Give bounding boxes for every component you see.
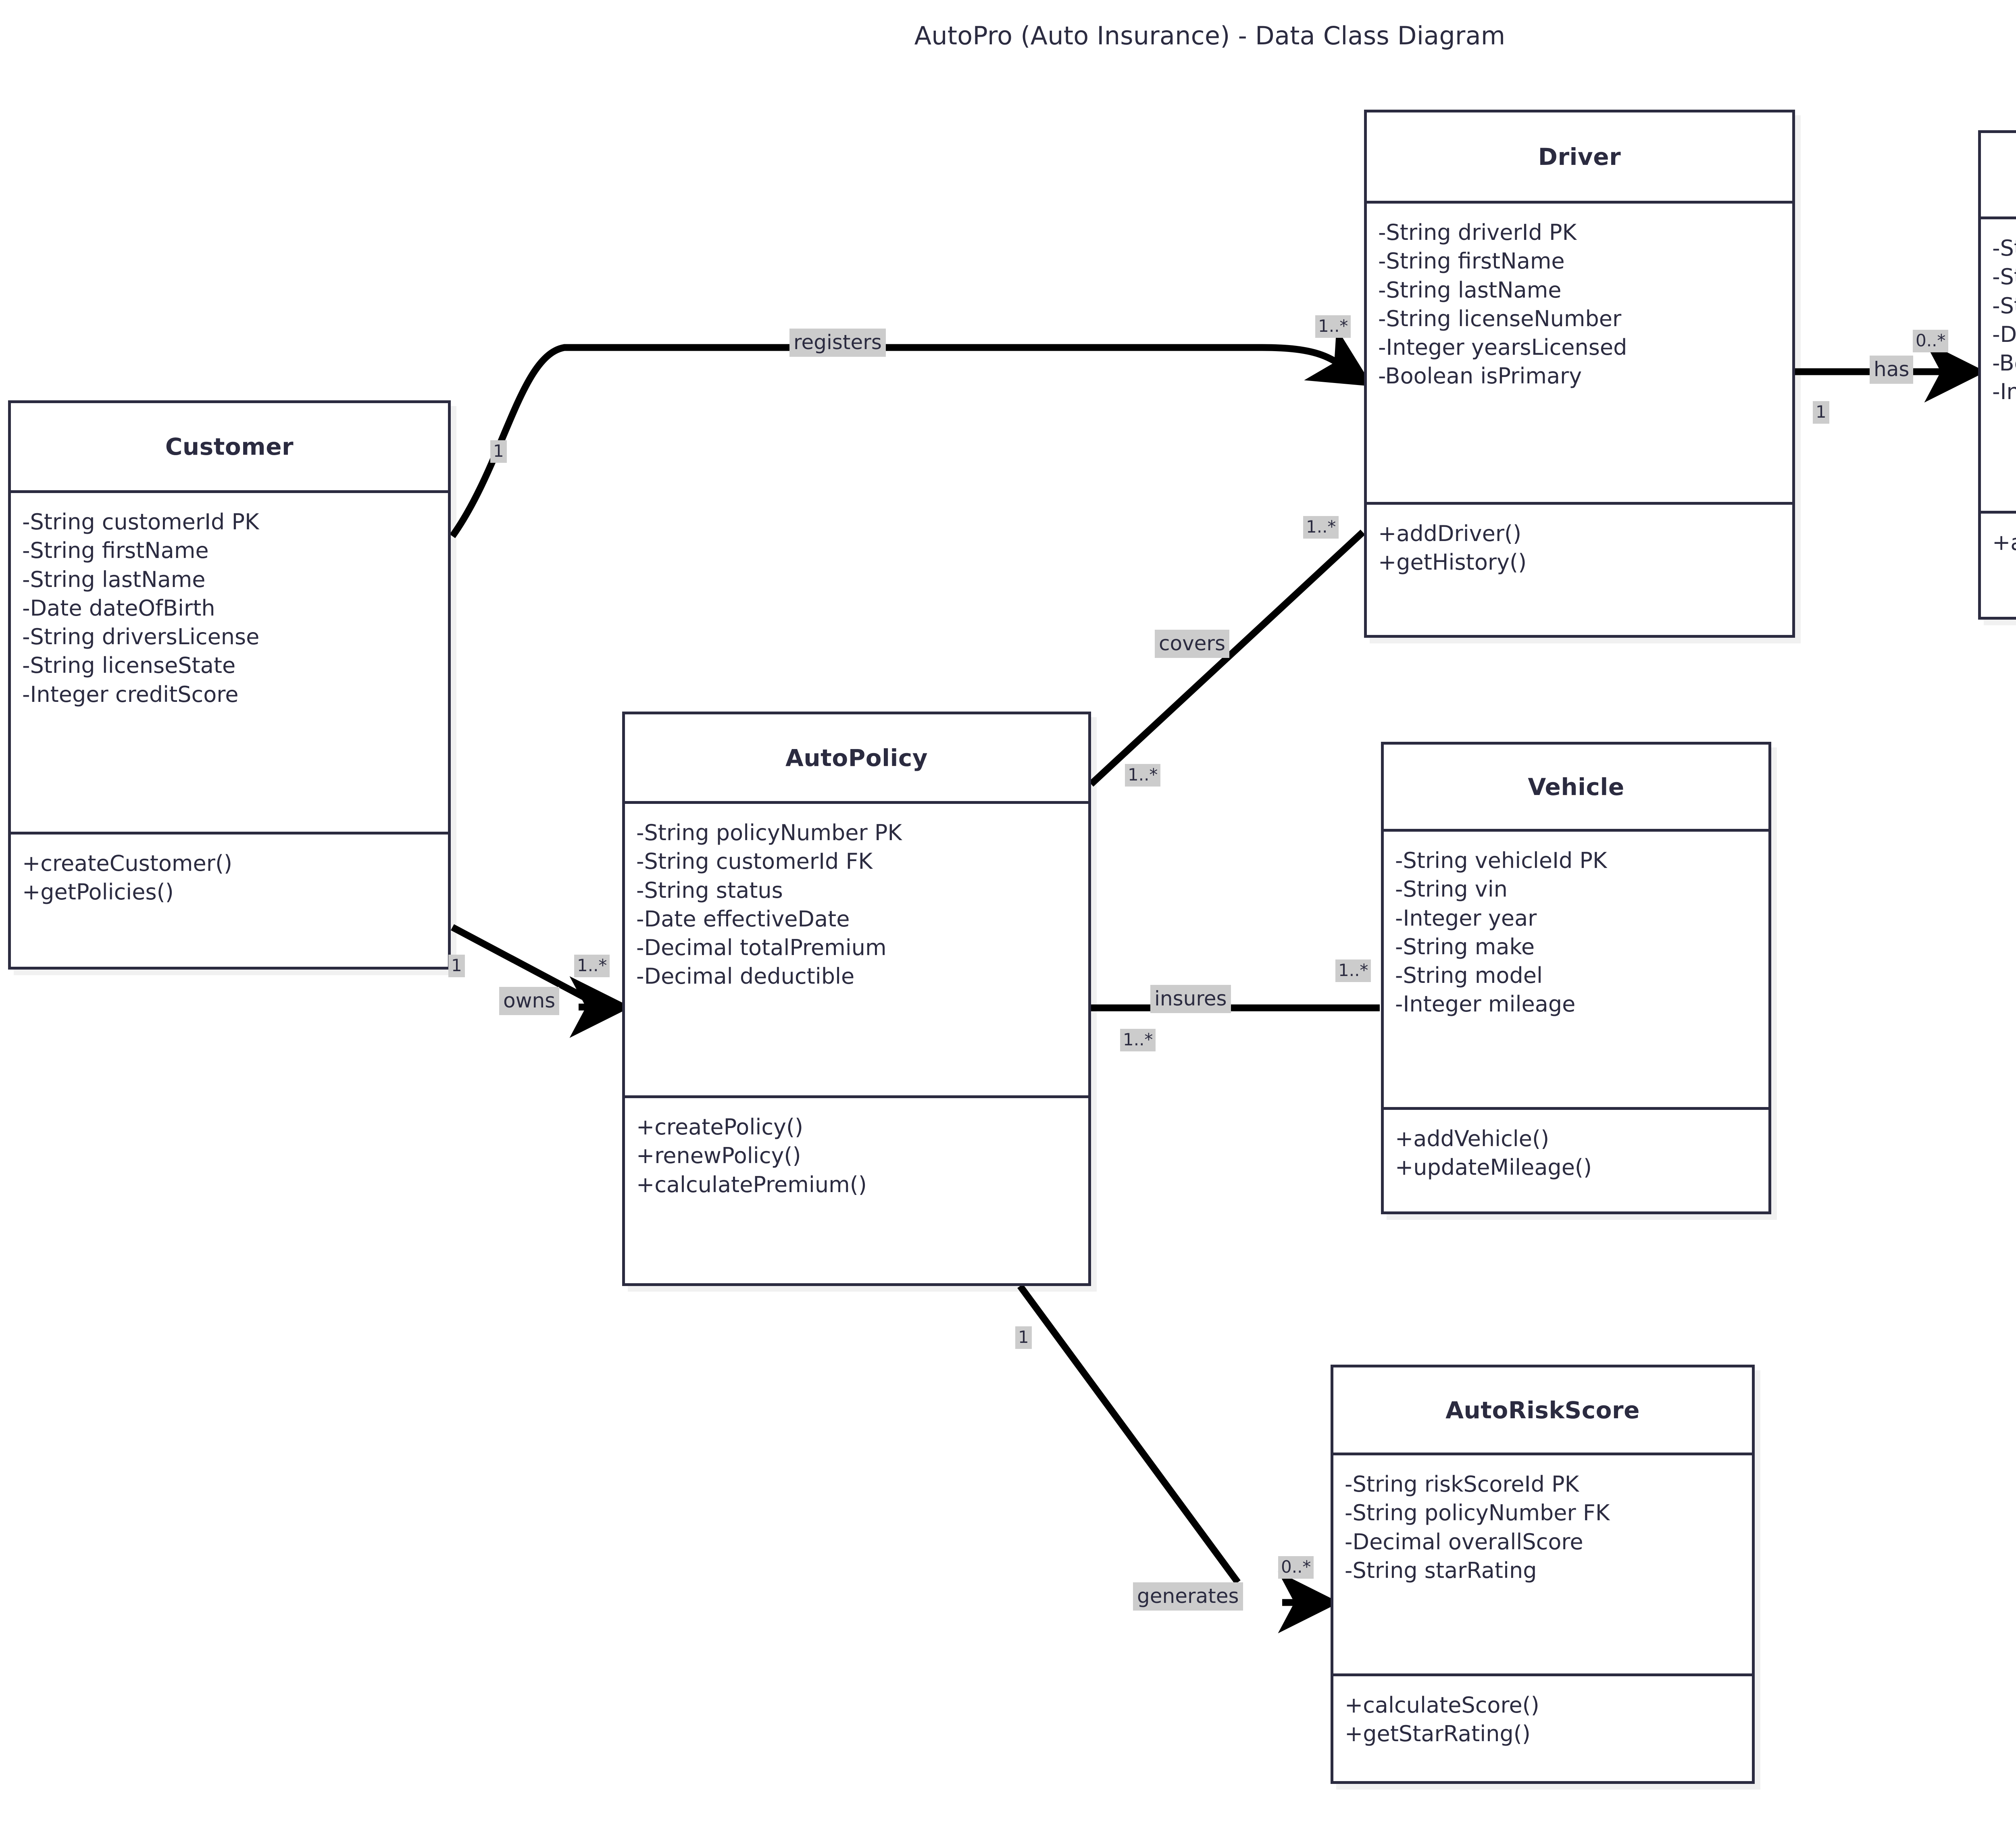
class-methods-autoriskscore: +calculateScore() +getStarRating(): [1333, 1676, 1752, 1761]
attribute: -Date dateOfBirth: [22, 595, 215, 621]
method: +addVehicle(): [1395, 1126, 1549, 1151]
attribute: -Date incidentDate: [1992, 321, 2016, 347]
attribute: -String lastName: [1378, 277, 1562, 303]
class-box-vehicle[interactable]: Vehicle -String vehicleId PK -String vin…: [1381, 742, 1771, 1214]
multiplicity-owns-source: 1: [448, 955, 465, 978]
edge-registers: [450, 327, 1373, 538]
multiplicity-covers-source: 1..*: [1125, 764, 1161, 787]
multiplicity-generates-source: 1: [1015, 1326, 1032, 1349]
attribute: -Decimal totalPremium: [636, 935, 887, 961]
attribute: -String status: [636, 877, 783, 903]
attribute: -String licenseNumber: [1378, 306, 1622, 331]
attribute: -String firstName: [22, 538, 209, 564]
edge-label-owns: owns: [499, 987, 560, 1015]
method: +renewPolicy(): [636, 1143, 801, 1169]
attribute: -String model: [1395, 963, 1543, 989]
class-title-drivinghistory: DrivingHistory: [1981, 133, 2016, 219]
method: +updateMileage(): [1395, 1155, 1592, 1180]
multiplicity-has-target: 0..*: [1913, 330, 1949, 353]
attribute: -Integer points: [1992, 379, 2016, 405]
class-methods-drivinghistory: +addIncident(): [1981, 514, 2016, 569]
attribute: -Integer creditScore: [22, 681, 239, 707]
class-title-autopolicy: AutoPolicy: [625, 714, 1088, 804]
method: +addDriver(): [1378, 521, 1522, 546]
multiplicity-generates-target: 0..*: [1278, 1556, 1314, 1579]
class-attributes-customer: -String customerId PK -String firstName …: [11, 493, 448, 835]
attribute: -Decimal deductible: [636, 964, 855, 989]
attribute: -String policyNumber FK: [1345, 1500, 1610, 1526]
class-box-autopolicy[interactable]: AutoPolicy -String policyNumber PK -Stri…: [622, 712, 1091, 1286]
attribute: -String riskScoreId PK: [1345, 1471, 1579, 1497]
class-attributes-driver: -String driverId PK -String firstName -S…: [1367, 204, 1792, 505]
edge-generates: [1017, 1284, 1241, 1585]
attribute: -String vehicleId PK: [1395, 848, 1607, 873]
attribute: -Boolean isPrimary: [1378, 363, 1582, 389]
attribute: -String driversLicense: [22, 624, 260, 650]
attribute: -String driverId PK: [1378, 220, 1577, 245]
class-title-vehicle: Vehicle: [1384, 745, 1768, 832]
attribute: -String firstName: [1378, 248, 1565, 274]
attribute: -String driverId FK: [1992, 264, 2016, 290]
multiplicity-has-source: 1: [1813, 401, 1829, 424]
attribute: -Integer yearsLicensed: [1378, 335, 1627, 360]
attribute: -Decimal overallScore: [1345, 1529, 1583, 1555]
class-attributes-vehicle: -String vehicleId PK -String vin -Intege…: [1384, 832, 1768, 1110]
attribute: -String vin: [1395, 876, 1508, 902]
attribute: -String licenseState: [22, 653, 236, 678]
class-title-driver: Driver: [1367, 112, 1792, 204]
multiplicity-insures-target: 1..*: [1335, 959, 1371, 982]
attribute: -Integer mileage: [1395, 991, 1576, 1017]
edge-label-has: has: [1870, 356, 1914, 384]
multiplicity-owns-target: 1..*: [574, 955, 610, 978]
edge-label-generates: generates: [1133, 1582, 1243, 1611]
method: +calculatePremium(): [636, 1172, 867, 1197]
page-title: AutoPro (Auto Insurance) - Data Class Di…: [914, 21, 1506, 50]
attribute: -String incidentType: [1992, 293, 2016, 318]
attribute: -Integer year: [1395, 905, 1537, 931]
edge-label-covers: covers: [1155, 630, 1230, 658]
class-methods-driver: +addDriver() +getHistory(): [1367, 505, 1792, 589]
class-methods-autopolicy: +createPolicy() +renewPolicy() +calculat…: [625, 1098, 1088, 1211]
class-methods-customer: +createCustomer() +getPolicies(): [11, 835, 448, 919]
class-methods-vehicle: +addVehicle() +updateMileage(): [1384, 1110, 1768, 1194]
attribute: -String historyId PK: [1992, 235, 2016, 261]
method: +createCustomer(): [22, 851, 233, 876]
method: +createPolicy(): [636, 1114, 804, 1140]
edge-covers: [1089, 529, 1365, 787]
method: +getHistory(): [1378, 549, 1527, 575]
attribute: -String make: [1395, 934, 1535, 959]
multiplicity-registers-target: 1..*: [1315, 315, 1351, 338]
class-attributes-autoriskscore: -String riskScoreId PK -String policyNum…: [1333, 1455, 1752, 1676]
attribute: -String customerId PK: [22, 509, 259, 535]
multiplicity-registers-source: 1: [490, 440, 507, 463]
class-title-customer: Customer: [11, 403, 448, 493]
multiplicity-insures-source: 1..*: [1120, 1029, 1156, 1052]
edge-label-insures: insures: [1150, 985, 1231, 1013]
class-box-drivinghistory[interactable]: DrivingHistory -String historyId PK -Str…: [1978, 130, 2016, 620]
multiplicity-covers-target: 1..*: [1303, 516, 1339, 539]
class-title-autoriskscore: AutoRiskScore: [1333, 1367, 1752, 1455]
attribute: -String customerId FK: [636, 849, 873, 874]
attribute: -Boolean atFault: [1992, 350, 2016, 376]
class-attributes-drivinghistory: -String historyId PK -String driverId FK…: [1981, 219, 2016, 514]
class-box-driver[interactable]: Driver -String driverId PK -String first…: [1364, 110, 1795, 638]
attribute: -String policyNumber PK: [636, 820, 902, 845]
attribute: -String lastName: [22, 566, 206, 592]
method: +calculateScore(): [1345, 1692, 1539, 1718]
edge-label-registers: registers: [789, 329, 886, 357]
attribute: -String starRating: [1345, 1557, 1537, 1583]
class-attributes-autopolicy: -String policyNumber PK -String customer…: [625, 804, 1088, 1098]
method: +getPolicies(): [22, 879, 174, 905]
class-box-autoriskscore[interactable]: AutoRiskScore -String riskScoreId PK -St…: [1331, 1365, 1755, 1784]
method: +getStarRating(): [1345, 1721, 1531, 1747]
method: +addIncident(): [1992, 530, 2016, 555]
attribute: -Date effectiveDate: [636, 906, 850, 932]
class-box-customer[interactable]: Customer -String customerId PK -String f…: [8, 400, 451, 970]
